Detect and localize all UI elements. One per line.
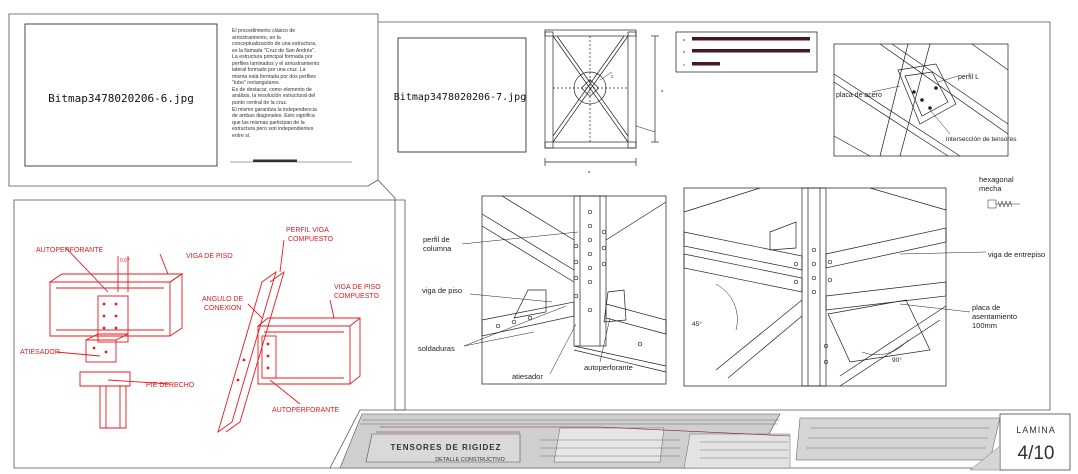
title-block-title: TENSORES DE RIGIDEZ (390, 443, 501, 452)
title-block-subtitle: DETALLE CONSTRUCTIVO (435, 457, 505, 463)
label-angle-45: 45° (692, 320, 702, 328)
bitmap-placeholder-2: Bitmap3478020206-7.jpg (394, 37, 527, 153)
label-interseccion: intersección de tensores (946, 136, 1017, 143)
paragraph-line: conceptualización de una estructura, (232, 41, 317, 48)
label-conexion: CONEXION (204, 305, 241, 312)
center-label: c (611, 74, 614, 80)
dim-vertical-label: a (661, 88, 664, 93)
bitmap-placeholder-1: Bitmap3478020206-6.jpg (24, 23, 218, 167)
sheet-number: 4/10 (1018, 443, 1055, 464)
label-columna: columna (423, 244, 452, 253)
legend-key-b: b (683, 49, 686, 54)
dim-horizontal-label: a (588, 169, 591, 174)
label-placa-de: placa de (972, 303, 1000, 312)
label-mecha: mecha (979, 184, 1002, 193)
paragraph-line: análisis, la resolución estructural del (232, 93, 316, 100)
label-placa-acero-1: placa de acero (836, 92, 882, 99)
label-dim: 0.07 (120, 258, 130, 264)
label-compuesto-1: COMPUESTO (288, 236, 334, 243)
paragraph-line: de ambas diagonales. Esto significa (232, 113, 315, 120)
label-viga-de-piso-comp: VIGA DE PISO (334, 284, 381, 291)
label-viga-de-piso-red: VIGA DE PISO (186, 253, 233, 260)
paragraph-line: Es de destacar, como elemento de (232, 86, 312, 93)
legend-box: a b c (675, 31, 818, 73)
paragraph-line: que las mismas participan de la (232, 119, 305, 126)
label-viga-entrepiso: viga de entrepiso (988, 250, 1045, 259)
label-atiesador: atiesador (512, 372, 543, 381)
paragraph-line: perfiles laminados y el arriostramiento (232, 60, 320, 67)
cross-bracing-frame (544, 29, 659, 166)
label-perfil-viga: PERFIL VIGA (286, 227, 329, 234)
connection-detail: placa de acero perfil L intersección de … (833, 43, 1017, 157)
paragraph-line: punto central de la cruz. (232, 100, 288, 107)
label-hexagonal: hexagonal (979, 175, 1014, 184)
legend-key-a: a (683, 37, 686, 42)
red-steel-detail (48, 239, 361, 434)
paragraph-line: es la llamada "Cruz de San Andrés". (232, 47, 316, 54)
label-viga-de-piso: viga de piso (422, 286, 462, 295)
label-pie-derecho: PIE DERECHO (146, 382, 195, 389)
label-autoperforante: autoperforante (584, 363, 633, 372)
lamina-label: LAMINA (1016, 425, 1056, 435)
label-angle-90: 90° (892, 356, 902, 364)
label-autoperforante-top: AUTOPERFORANTE (36, 247, 103, 254)
paragraph-line: misma está formada por dos perfiles (232, 73, 316, 80)
label-autoperforante-bottom: AUTOPERFORANTE (272, 407, 339, 414)
paragraph-line: estructura pero son independientes (232, 126, 314, 133)
column-detail: perfil de columna viga de piso soldadura… (418, 195, 667, 385)
label-100mm: 100mm (972, 321, 997, 330)
paragraph-line: La estructura principal formada por (232, 54, 313, 61)
paragraph-line: El procedimiento clásico de (232, 28, 296, 34)
paragraph-line: entre sí. (232, 132, 251, 139)
label-perfil-l: perfil L (958, 74, 979, 81)
bitmap-1-label: Bitmap3478020206-6.jpg (48, 92, 194, 105)
label-atiesador-red: ATIESADOR (20, 349, 60, 356)
label-compuesto-2: COMPUESTO (334, 293, 380, 300)
label-soldaduras: soldaduras (418, 344, 455, 353)
legend-key-c: c (683, 62, 685, 67)
label-angulo-de: ANGULO DE (202, 296, 244, 303)
paragraph-line: "tubo" rectangulares. (232, 80, 281, 87)
beam-detail: hexagonal mecha viga de entrepiso placa … (683, 175, 1045, 387)
label-asentamiento: asentamiento (972, 312, 1017, 321)
title-block: TENSORES DE RIGIDEZ DETALLE CONSTRUCTIVO… (339, 413, 1071, 471)
label-perfil-de: perfil de (423, 235, 450, 244)
bitmap-2-label: Bitmap3478020206-7.jpg (394, 92, 526, 103)
paragraph-line: arriostramiento, en la (232, 34, 281, 41)
paragraph-line: El mismo garantiza la independencia (232, 106, 317, 113)
paragraph-line: lateral formado por una cruz. La (232, 67, 306, 74)
